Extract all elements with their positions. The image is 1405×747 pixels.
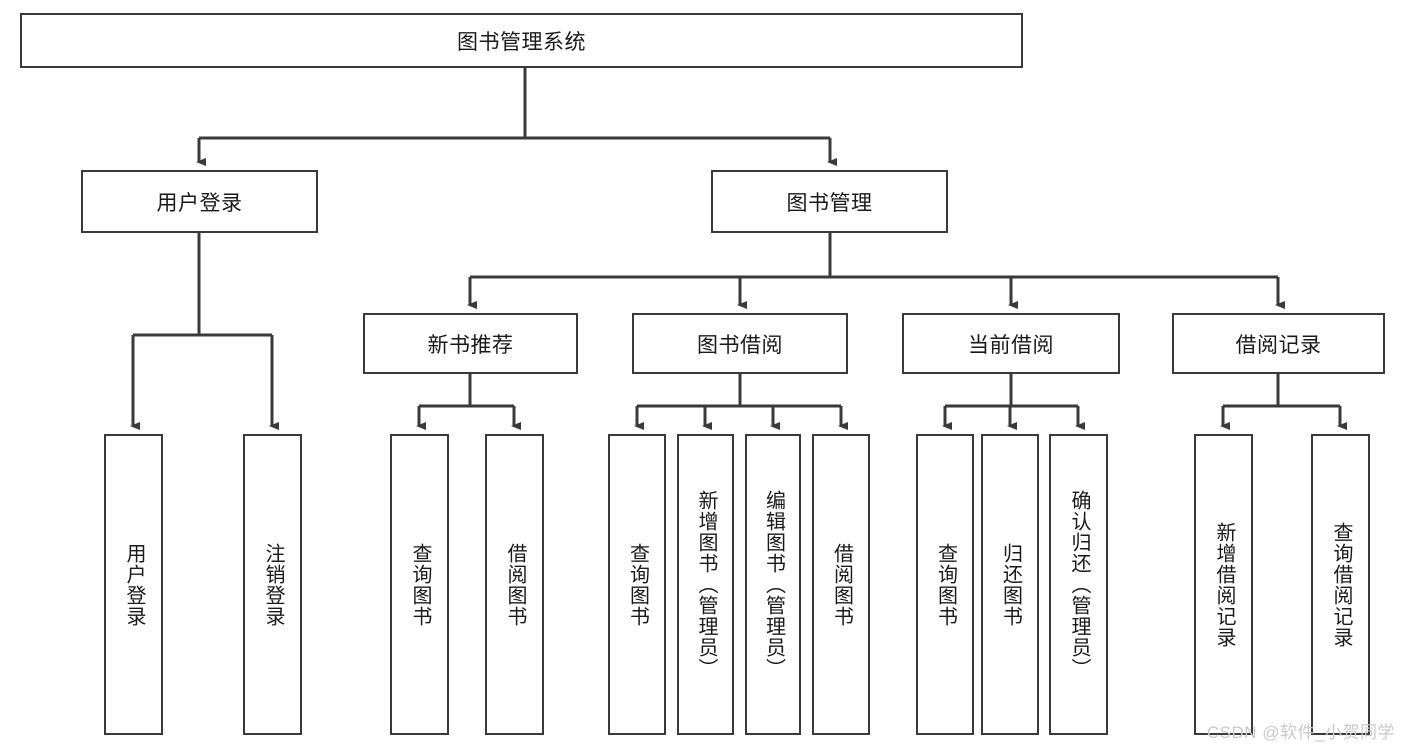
node-book-management-label: 图书管理	[786, 191, 873, 215]
watermark: CSDN @软件_小贺同学	[1206, 723, 1395, 742]
node-user-login[interactable]: 用户登录	[81, 170, 318, 233]
leaf-query-book-current[interactable]: 查询图书	[916, 434, 974, 735]
leaf-label: 确认归还（管理员）	[1068, 490, 1090, 679]
node-user-login-label: 用户登录	[156, 191, 243, 215]
leaf-label: 注销登录	[262, 542, 284, 627]
leaf-add-book-admin[interactable]: 新增图书（管理员）	[677, 434, 734, 735]
node-book-management[interactable]: 图书管理	[711, 170, 948, 233]
leaf-borrow-book-newbook[interactable]: 借阅图书	[485, 434, 544, 735]
leaf-borrow-book[interactable]: 借阅图书	[812, 434, 870, 735]
leaf-label: 用户登录	[123, 542, 145, 627]
leaf-return-book[interactable]: 归还图书	[981, 434, 1039, 735]
node-current-borrow-label: 当前借阅	[968, 333, 1054, 357]
leaf-label: 归还图书	[999, 542, 1022, 627]
leaf-label: 查询图书	[934, 542, 957, 627]
leaf-label: 编辑图书（管理员）	[762, 490, 785, 679]
node-new-book-recommend[interactable]: 新书推荐	[363, 313, 578, 374]
leaf-logout[interactable]: 注销登录	[243, 434, 302, 735]
node-root-label: 图书管理系统	[457, 30, 586, 54]
node-current-borrow[interactable]: 当前借阅	[902, 313, 1120, 374]
leaf-label: 查询图书	[409, 542, 431, 627]
node-new-book-recommend-label: 新书推荐	[427, 333, 514, 357]
leaf-query-book-newbook[interactable]: 查询图书	[390, 434, 449, 735]
leaf-confirm-return-admin[interactable]: 确认归还（管理员）	[1049, 434, 1108, 735]
leaf-label: 借阅图书	[504, 542, 526, 627]
leaf-label: 查询借阅记录	[1330, 521, 1352, 648]
leaf-label: 新增借阅记录	[1213, 521, 1235, 648]
leaf-label: 查询图书	[626, 542, 649, 627]
node-root-system[interactable]: 图书管理系统	[20, 13, 1023, 68]
node-borrow-record[interactable]: 借阅记录	[1172, 313, 1385, 374]
leaf-query-borrow-record[interactable]: 查询借阅记录	[1311, 434, 1370, 735]
node-borrow-record-label: 借阅记录	[1235, 333, 1322, 357]
leaf-label: 新增图书（管理员）	[695, 490, 717, 679]
node-book-borrow-label: 图书借阅	[697, 333, 783, 357]
leaf-add-borrow-record[interactable]: 新增借阅记录	[1194, 434, 1253, 735]
leaf-edit-book-admin[interactable]: 编辑图书（管理员）	[745, 434, 801, 735]
leaf-label: 借阅图书	[830, 542, 853, 627]
leaf-user-login[interactable]: 用户登录	[104, 434, 163, 735]
node-book-borrow[interactable]: 图书借阅	[632, 313, 848, 374]
leaf-query-book-borrow[interactable]: 查询图书	[608, 434, 666, 735]
